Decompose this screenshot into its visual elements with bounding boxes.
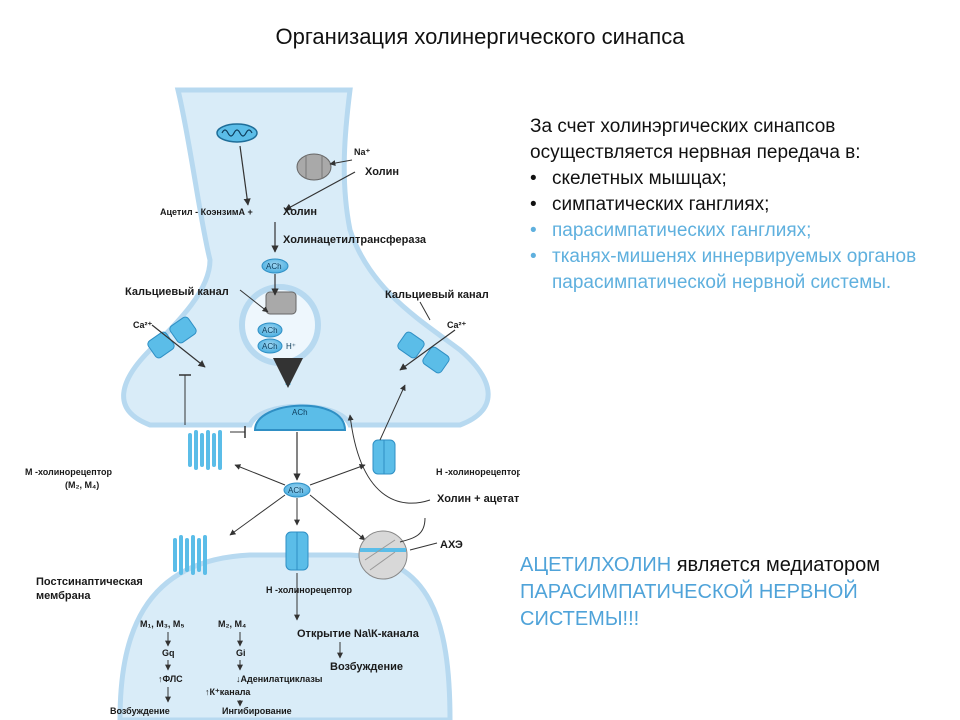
summary-text: АЦЕТИЛХОЛИН является медиатором ПАРАСИМП… — [520, 552, 950, 633]
synaptic-vesicle — [239, 284, 321, 366]
choline-acetate-label: Холин + ацетат — [437, 493, 520, 505]
k-channels-label: ↑К⁺канала — [205, 687, 251, 697]
ach-cleft-label: ACh — [288, 486, 304, 495]
calcium-channel-left — [147, 316, 206, 368]
n-receptor-label: Н -холинорецептор — [436, 467, 520, 477]
n-receptor-postsynaptic — [285, 531, 309, 571]
summary-middle: является медиатором — [671, 554, 881, 576]
choline-label: Холин — [365, 166, 399, 178]
mitochondrion — [216, 123, 258, 143]
ca-ion-left-label: Ca²⁺ — [133, 320, 153, 330]
summary-parasympathetic: ПАРАСИМПАТИЧЕСКОЙ НЕРВНОЙ СИСТЕМЫ!!! — [520, 581, 858, 630]
ache-enzyme — [358, 530, 408, 580]
info-list-item: скелетных мышцах; — [530, 166, 950, 192]
acetyl-coa-label: Ацетил - КоэнзимА + — [160, 207, 253, 217]
ca-ion-right-label: Ca²⁺ — [447, 320, 467, 330]
info-list-item: парасимпатических ганглиях; — [530, 218, 950, 244]
page-title: Организация холинергического синапса — [275, 24, 685, 49]
info-list-item: симпатических ганглиях; — [530, 192, 950, 218]
info-intro: За счет холинэргических синапсов осущест… — [530, 116, 861, 163]
excitation-right-label: Возбуждение — [330, 661, 403, 673]
membrane-label: мембрана — [36, 590, 91, 602]
calcium-channel-right — [397, 329, 456, 374]
ach-vesicle-label-1: ACh — [262, 326, 278, 335]
m-receptor-presynaptic — [188, 430, 222, 470]
flc-label: ↑ФЛС — [158, 674, 183, 684]
cholinergic-synapse-diagram: ACh Na⁺ Холин Ацетил - КоэнзимА + Холин … — [25, 87, 520, 720]
excitation-left-label: Возбуждение — [110, 706, 170, 716]
calcium-channel-left-label: Кальциевый канал — [125, 286, 229, 298]
m-types-a-label: М₁, М₃, М₅ — [140, 619, 185, 629]
ach-free-label: ACh — [266, 262, 282, 271]
m-receptor-label: М -холинорецептор — [25, 467, 112, 477]
adenylate-label: ↓Аденилатциклазы — [236, 674, 323, 684]
info-list-item: тканях-мишенях иннервируемых органов пар… — [530, 244, 950, 296]
gi-label: Gi — [236, 648, 246, 658]
info-list: скелетных мышцах; симпатических ганглиях… — [530, 166, 950, 296]
choline-transporter — [296, 153, 332, 181]
choline-plus-label: Холин — [283, 206, 317, 218]
open-channel-label: Открытие Na\К-канала — [297, 628, 420, 640]
h-ion-label: H⁺ — [286, 342, 296, 351]
presynaptic-terminal — [121, 87, 491, 428]
na-ion-label: Na⁺ — [354, 147, 371, 157]
calcium-channel-right-label: Кальциевый канал — [385, 289, 489, 301]
m-types-b-label: М₂, М₄ — [218, 619, 246, 629]
ach-vesicle-label-2: ACh — [262, 342, 278, 351]
postsynaptic-label: Постсинаптическая — [36, 576, 143, 588]
inhibition-label: Ингибирование — [222, 706, 292, 716]
m-receptor-postsynaptic — [173, 535, 207, 575]
n-receptor-post-label: Н -холинорецептор — [266, 585, 352, 595]
ach-fusing-label: ACh — [292, 408, 308, 417]
chat-enzyme-label: Холинацетилтрансфераза — [283, 234, 427, 246]
fusing-vesicle — [253, 404, 347, 431]
gq-label: Gq — [162, 648, 175, 658]
ache-label: АХЭ — [440, 539, 463, 551]
info-text-block: За счет холинэргических синапсов осущест… — [530, 114, 950, 296]
n-receptor-presynaptic — [372, 439, 396, 475]
summary-acetylcholine: АЦЕТИЛХОЛИН — [520, 554, 672, 576]
m-receptor-subtypes: (М₂, М₄) — [65, 480, 99, 490]
